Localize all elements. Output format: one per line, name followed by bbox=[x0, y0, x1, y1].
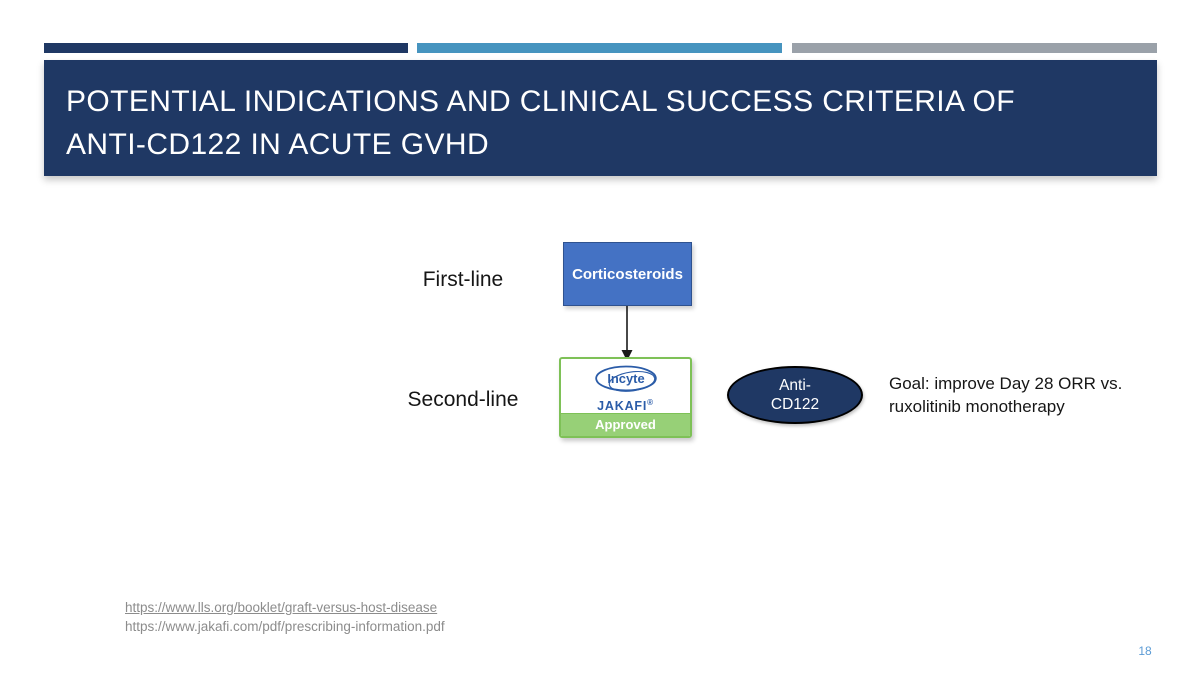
approved-badge: Approved bbox=[561, 413, 690, 436]
jakafi-reference-link[interactable]: https://www.jakafi.com/pdf/prescribing-i… bbox=[125, 619, 445, 634]
anti-cd122-ellipse: Anti- CD122 bbox=[727, 366, 863, 424]
anti-cd122-line-2: CD122 bbox=[770, 396, 820, 413]
second-line-label: Second-line bbox=[407, 388, 519, 411]
corticosteroids-box: Corticosteroids bbox=[563, 242, 692, 306]
page-number: 18 bbox=[1138, 644, 1152, 658]
page-title-line-1: POTENTIAL INDICATIONS AND CLINICAL SUCCE… bbox=[66, 85, 1015, 118]
jakafi-approved-box: Incyte JAKAFI® Approved bbox=[559, 357, 692, 438]
accent-bar-gray bbox=[792, 43, 1157, 53]
page-title-line-2: ANTI-CD122 IN ACUTE GVHD bbox=[66, 128, 490, 161]
down-arrow-icon bbox=[621, 306, 633, 361]
incyte-logo-text: Incyte bbox=[607, 371, 644, 386]
anti-cd122-line-1: Anti- bbox=[779, 377, 811, 394]
accent-bar-navy bbox=[44, 43, 408, 53]
title-banner: POTENTIAL INDICATIONS AND CLINICAL SUCCE… bbox=[44, 60, 1157, 176]
corticosteroids-label: Corticosteroids bbox=[572, 265, 683, 283]
incyte-logo-icon: Incyte bbox=[594, 365, 657, 392]
accent-bar-teal bbox=[417, 43, 782, 53]
first-line-label: First-line bbox=[422, 268, 504, 291]
reference-links: https://www.lls.org/booklet/graft-versus… bbox=[125, 598, 445, 636]
jakafi-label: JAKAFI® bbox=[597, 397, 654, 413]
goal-annotation: Goal: improve Day 28 ORR vs. ruxolitinib… bbox=[889, 374, 1123, 416]
lls-reference-link[interactable]: https://www.lls.org/booklet/graft-versus… bbox=[125, 600, 438, 615]
registered-mark: ® bbox=[647, 397, 654, 407]
